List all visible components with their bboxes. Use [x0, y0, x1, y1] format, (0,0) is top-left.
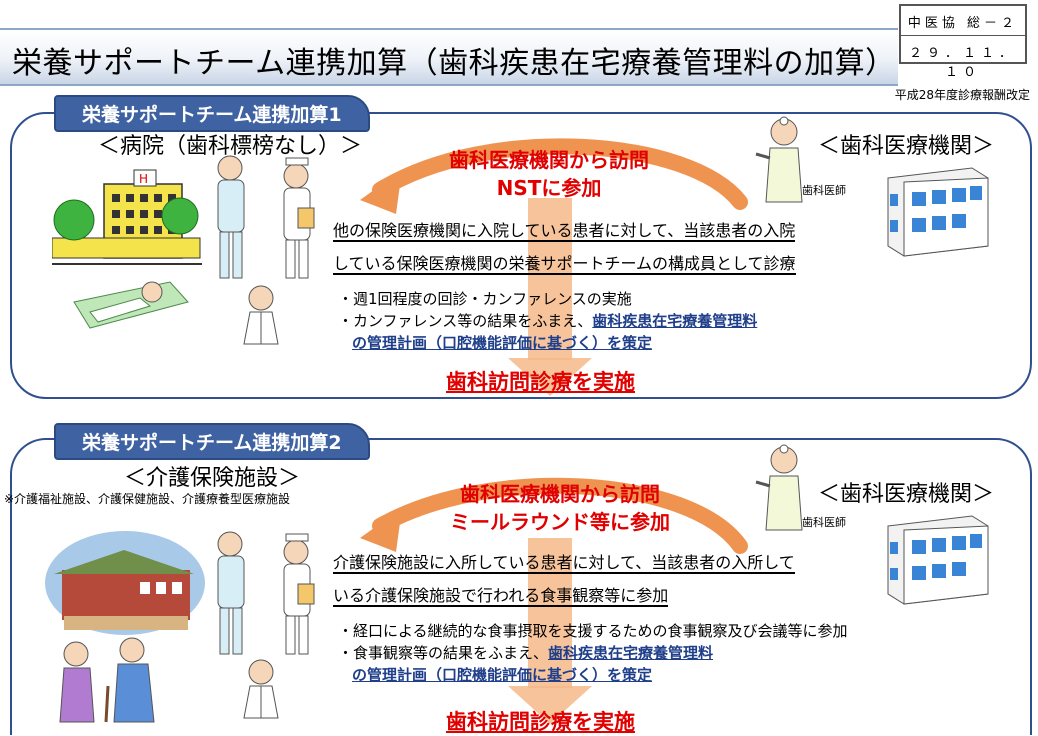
section-2-plan-link-2[interactable]: の管理計画（口腔機能評価に基づく）を策定	[352, 666, 653, 684]
svg-text:H: H	[139, 172, 148, 186]
section-2-visit-line1: 歯科医療機関から訪問	[460, 482, 660, 506]
section-1-arrows	[360, 138, 748, 396]
section-1-bullet-1: ・週1回程度の回診・カンファレンスの実施	[338, 290, 632, 308]
section-2-result: 歯科訪問診療を実施	[446, 710, 635, 734]
patient-bed-icon	[73, 281, 189, 329]
dental-clinic-icon	[887, 167, 989, 257]
title-bar	[0, 28, 898, 86]
section-1-result: 歯科訪問診療を実施	[446, 370, 635, 394]
section-1-dentist-label: 歯科医師	[802, 184, 846, 197]
dentist-icon	[755, 116, 803, 203]
section-1-bullet-3: の管理計画（口腔機能評価に基づく）を策定	[338, 332, 757, 354]
section-2-bullet-1: ・経口による継続的な食事摂取を支援するための食事観察及び会議等に参加	[338, 622, 848, 640]
doctor-icon-2	[243, 659, 279, 719]
curved-arrow-body	[372, 138, 748, 210]
doc-ref-date: ２９．１１．１０	[908, 46, 1017, 80]
section-2-tab: 栄養サポートチーム連携加算2	[54, 423, 370, 460]
section-2-arrows	[360, 477, 748, 724]
section-1-tab: 栄養サポートチーム連携加算1	[54, 95, 370, 132]
down-arrow-head	[508, 686, 592, 724]
section-2-facility-note: ※介護福祉施設、介護保健施設、介護療養型医療施設	[4, 492, 291, 506]
dentist-icon-2	[755, 444, 803, 531]
doc-ref-committee: 中医協 総－２	[907, 16, 1019, 31]
section-2-desc-line1: 介護保険施設に入所している患者に対して、当該患者の入所して	[333, 553, 795, 574]
section-2-bullet-3: の管理計画（口腔機能評価に基づく）を策定	[338, 664, 848, 686]
section-1-visit-title: 歯科医療機関から訪問 NSTに参加	[434, 146, 664, 202]
section-1-facility-left: ＜病院（歯科標榜なし）＞	[98, 134, 363, 159]
section-1-bullet-2: ・カンファレンス等の結果をふまえ、歯科疾患在宅療養管理料	[338, 310, 757, 332]
dental-clinic-icon-2	[887, 515, 989, 605]
care-staff-icon-2	[217, 531, 315, 655]
section-2-dentist-label: 歯科医師	[802, 516, 846, 529]
care-staff-icon	[217, 155, 315, 279]
curved-arrow-head	[360, 508, 402, 552]
document-reference-box: 中医協 総－２ ２９．１１．１０	[899, 4, 1027, 80]
section-1-visit-line2: NSTに参加	[496, 176, 602, 200]
page-title: 栄養サポートチーム連携加算（歯科疾患在宅療養管理料の加算）	[12, 46, 896, 81]
section-1-visit-line1: 歯科医療機関から訪問	[449, 148, 649, 172]
section-1-desc-line1: 他の保険医療機関に入院している患者に対して、当該患者の入院	[333, 221, 796, 242]
hospital-icon: H	[52, 169, 202, 265]
revision-note: 平成28年度診療報酬改定	[894, 88, 1030, 102]
section-2-bullet-2-prefix: ・食事観察等の結果をふまえ、	[338, 644, 549, 662]
doctor-icon	[243, 285, 279, 345]
elderly-couple-icon	[59, 637, 155, 723]
section-2-bullet-2: ・食事観察等の結果をふまえ、歯科疾患在宅療養管理料	[338, 642, 848, 664]
section-2-description: 介護保険施設に入所している患者に対して、当該患者の入所して いる介護保険施設で行…	[333, 546, 795, 612]
section-1-facility-right: ＜歯科医療機関＞	[818, 134, 995, 159]
doc-ref-divider	[901, 35, 1025, 36]
section-2-plan-link[interactable]: 歯科疾患在宅療養管理料	[548, 644, 714, 662]
curved-arrow-body	[372, 477, 748, 554]
section-1-plan-link[interactable]: 歯科疾患在宅療養管理料	[592, 312, 758, 330]
section-1-desc-line2: している保険医療機関の栄養サポートチームの構成員として診療	[333, 254, 796, 275]
down-arrow-shaft	[528, 198, 572, 360]
section-1-plan-link-2[interactable]: の管理計画（口腔機能評価に基づく）を策定	[352, 334, 653, 352]
section-2-bullets: ・経口による継続的な食事摂取を支援するための食事観察及び会議等に参加 ・食事観察…	[338, 620, 848, 686]
section-2-facility-left: ＜介護保険施設＞	[124, 466, 301, 491]
section-2-visit-line2: ミールラウンド等に参加	[450, 510, 670, 534]
curved-arrow-head	[360, 170, 402, 214]
section-1-bullet-2-prefix: ・カンファレンス等の結果をふまえ、	[338, 312, 593, 330]
section-2-visit-title: 歯科医療機関から訪問 ミールラウンド等に参加	[430, 480, 690, 536]
down-arrow-head	[508, 358, 592, 396]
care-facility-icon	[45, 531, 205, 635]
section-1-description: 他の保険医療機関に入院している患者に対して、当該患者の入院 している保険医療機関…	[333, 214, 796, 280]
section-2-desc-line2: いる介護保険施設で行われる食事観察等に参加	[333, 586, 669, 607]
down-arrow-shaft	[528, 538, 572, 688]
section-2-facility-right: ＜歯科医療機関＞	[818, 482, 995, 507]
section-1-bullets: ・週1回程度の回診・カンファレンスの実施 ・カンファレンス等の結果をふまえ、歯科…	[338, 288, 757, 354]
